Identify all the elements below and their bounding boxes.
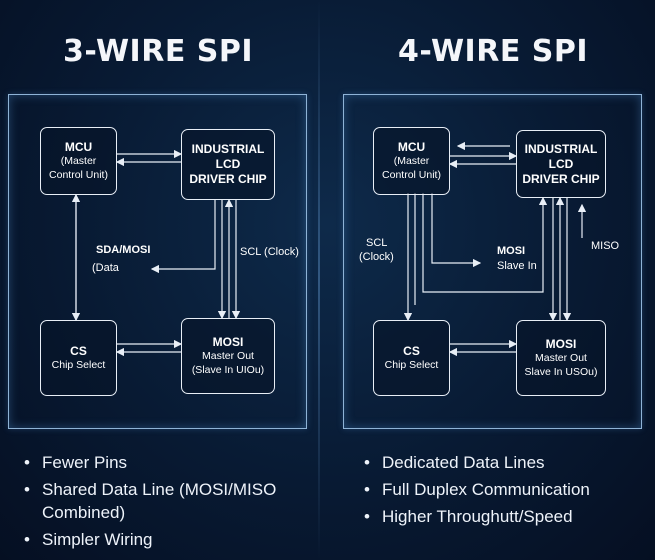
label-slave-in: Slave In	[497, 260, 537, 272]
mcu-title: MCU	[64, 140, 93, 155]
cs-box-4-wire: CS Chip Select	[373, 320, 450, 396]
label-miso: MISO	[591, 240, 620, 252]
mcu-sub2: Control Unit)	[382, 168, 441, 181]
bullet-item: Fewer Pins	[24, 452, 294, 475]
lcd-box-3-wire: INDUSTRIAL LCD DRIVER CHIP	[181, 129, 275, 200]
lcd-title2: DRIVER CHIP	[189, 172, 267, 186]
title-4-wire: 4-WIRE SPI	[397, 34, 589, 69]
lcd-box-4-wire: INDUSTRIAL LCD DRIVER CHIP	[516, 130, 606, 198]
mosi-sub2: (Slave In UIOu)	[191, 363, 265, 376]
mcu-title: MCU	[397, 140, 426, 155]
label-scl: SCL (Clock)	[240, 246, 299, 258]
bullets-3-wire: Fewer Pins Shared Data Line (MOSI/MISO C…	[24, 452, 294, 556]
label-data: (Data	[92, 262, 119, 274]
panel-4-wire	[343, 94, 642, 429]
cs-box-3-wire: CS Chip Select	[40, 320, 117, 396]
bullet-item: Simpler Wiring	[24, 529, 294, 552]
mcu-sub2: Control Unit)	[49, 168, 108, 181]
bullet-item: Shared Data Line (MOSI/MISO Combined)	[24, 479, 294, 525]
lcd-title1: INDUSTRIAL LCD	[524, 141, 598, 171]
bullets-4-wire: Dedicated Data Lines Full Duplex Communi…	[364, 452, 649, 533]
mosi-title: MOSI	[545, 337, 577, 352]
label-sda: SDA/MOSI	[96, 244, 151, 256]
cs-sub1: Chip Select	[51, 358, 106, 371]
bullet-item: Dedicated Data Lines	[364, 452, 649, 475]
wire-sda	[150, 200, 216, 274]
mcu-sub1: (Master	[60, 155, 97, 168]
mosi-box-4-wire: MOSI Master Out Slave In USOu)	[516, 320, 606, 396]
mosi-sub1: Master Out	[535, 352, 587, 365]
bullet-item: Higher Throughutt/Speed	[364, 506, 649, 529]
mcu-box-3-wire: MCU (Master Control Unit)	[40, 127, 117, 195]
mcu-sub1: (Master	[393, 155, 430, 168]
mosi-box-3-wire: MOSI Master Out (Slave In UIOu)	[181, 318, 275, 394]
bullet-item: Full Duplex Communication	[364, 479, 649, 502]
mosi-sub1: Master Out	[202, 350, 254, 363]
cs-title: CS	[70, 343, 87, 358]
label-clock: (Clock)	[359, 251, 394, 263]
title-3-wire: 3-WIRE SPI	[62, 34, 254, 69]
wire-scl-lcd	[422, 193, 548, 293]
label-scl: SCL	[366, 237, 388, 249]
wire-mosi-arrow	[431, 193, 482, 268]
panel-3-wire	[8, 94, 307, 429]
mcu-box-4-wire: MCU (Master Control Unit)	[373, 127, 450, 195]
cs-sub1: Chip Select	[384, 358, 439, 371]
divider-glow	[318, 0, 320, 560]
lcd-title1: INDUSTRIAL LCD	[191, 142, 265, 171]
lcd-title2: DRIVER CHIP	[522, 171, 600, 186]
cs-title: CS	[403, 343, 420, 358]
label-mosi: MOSI	[497, 245, 526, 257]
mosi-title: MOSI	[212, 335, 244, 350]
mosi-sub2: Slave In USOu)	[524, 365, 598, 378]
